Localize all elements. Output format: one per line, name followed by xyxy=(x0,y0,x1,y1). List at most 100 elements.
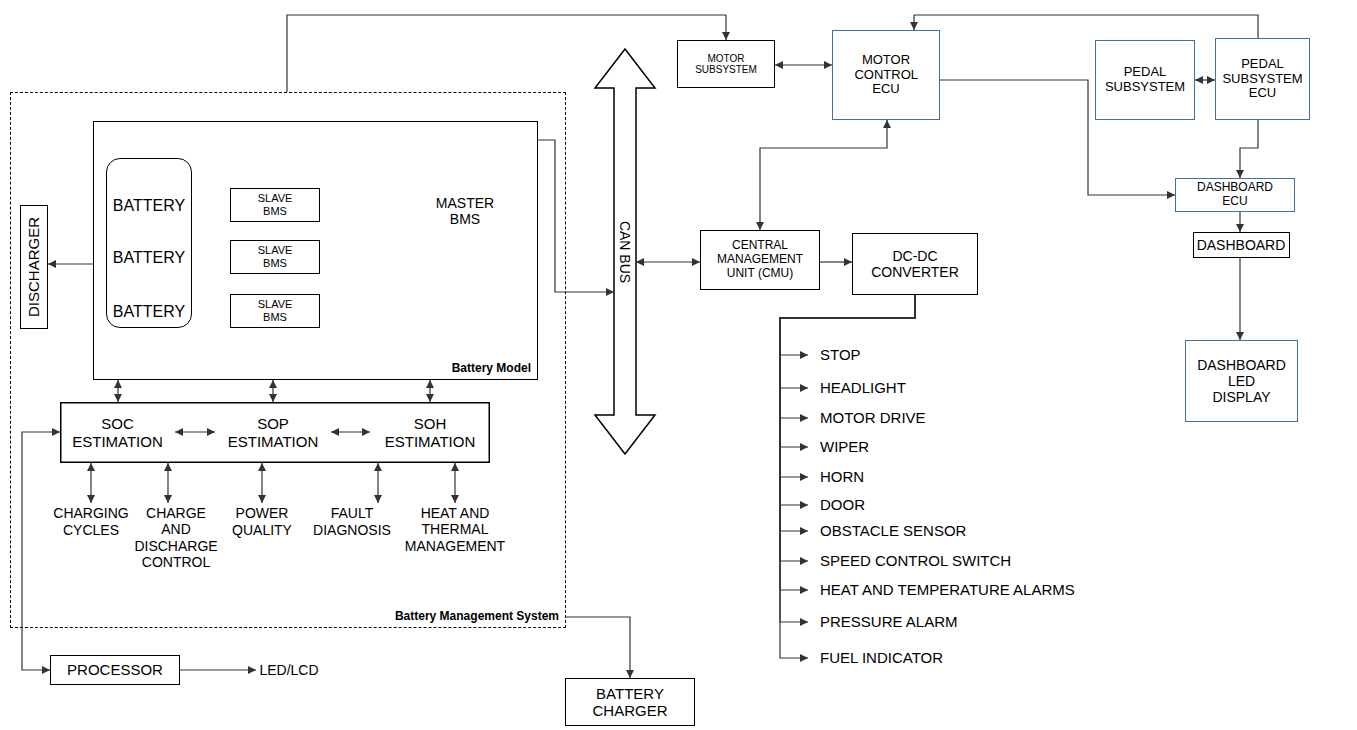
node-label: HEAT AND TEMPERATURE ALARMS xyxy=(820,581,1075,598)
master-bms: MASTER BMS xyxy=(415,133,515,230)
load-label: STOP xyxy=(808,344,864,366)
load-label: HORN xyxy=(808,466,868,488)
subsystem-box: MOTOR SUBSYSTEM xyxy=(677,40,775,88)
node-label: HEAT AND THERMAL MANAGEMENT xyxy=(405,505,505,553)
node-label: POWER QUALITY xyxy=(232,505,292,537)
slave-bms-box: SLAVE BMS xyxy=(230,240,320,274)
connector xyxy=(331,431,370,432)
node-label: FUEL INDICATOR xyxy=(820,649,943,666)
node-label: CHARGE AND DISCHARGE CONTROL xyxy=(134,505,217,569)
subsystem-box: PEDAL SUBSYSTEM xyxy=(1095,40,1195,120)
node-label: DISCHARGER xyxy=(25,217,42,317)
connector xyxy=(1195,79,1215,80)
load-label: HEAT AND TEMPERATURE ALARMS xyxy=(808,579,1078,601)
connector xyxy=(180,669,256,670)
connector xyxy=(287,15,726,92)
connector xyxy=(454,463,455,503)
connector xyxy=(760,120,887,230)
slave-bms-box: SLAVE BMS xyxy=(230,188,320,222)
connector xyxy=(780,295,915,590)
connector xyxy=(429,380,430,402)
node-label: CENTRAL MANAGEMENT UNIT (CMU) xyxy=(713,239,808,280)
estimation-cell: SOP ESTIMATION xyxy=(215,402,331,463)
connector xyxy=(566,617,630,678)
connector xyxy=(636,261,700,262)
node-label: BATTERY xyxy=(107,197,191,215)
display-box: DASHBOARD LED DISPLAY xyxy=(1185,340,1298,422)
ecu-box: PEDAL SUBSYSTEM ECU xyxy=(1215,38,1310,120)
function-label: CHARGING CYCLES xyxy=(50,503,132,540)
processor-box: PROCESSOR xyxy=(50,655,180,685)
estimation-rect xyxy=(61,403,490,463)
node-label: CHARGING CYCLES xyxy=(53,505,128,537)
connector xyxy=(820,261,852,262)
connector xyxy=(780,295,915,658)
charger-box: BATTERY CHARGER xyxy=(565,678,695,726)
node-label: MOTOR SUBSYSTEM xyxy=(695,53,757,76)
connector xyxy=(377,463,378,503)
node-label: DC-DC CONVERTER xyxy=(871,248,959,280)
ecu-box: MOTOR CONTROL ECU xyxy=(832,30,940,120)
function-label: FAULT DIAGNOSIS xyxy=(310,503,394,540)
node-label: DASHBOARD xyxy=(1197,237,1286,253)
node-label: PEDAL SUBSYSTEM ECU xyxy=(1222,57,1302,102)
node-label: BATTERY CHARGER xyxy=(593,685,668,720)
load-label: MOTOR DRIVE xyxy=(808,407,929,429)
node-label: HEADLIGHT xyxy=(820,379,906,396)
connector xyxy=(780,295,915,622)
connector xyxy=(272,380,273,402)
node-label: SLAVE BMS xyxy=(258,192,293,217)
node-label: Battery Model xyxy=(452,362,531,376)
slave-bms-box: SLAVE BMS xyxy=(230,294,320,328)
load-label: WIPER xyxy=(808,436,873,458)
connector xyxy=(914,15,1258,38)
estimation-cell: SOC ESTIMATION xyxy=(60,402,175,463)
node-label: SPEED CONTROL SWITCH xyxy=(820,552,1011,569)
node-label: SOH ESTIMATION xyxy=(385,415,476,450)
estimation-cell: SOH ESTIMATION xyxy=(370,402,490,463)
function-label: HEAT AND THERMAL MANAGEMENT xyxy=(402,503,509,556)
connector xyxy=(117,380,118,402)
dashboard-box: DASHBOARD xyxy=(1193,232,1290,258)
connector xyxy=(261,463,262,503)
connector xyxy=(22,432,60,670)
discharger-box: DISCHARGER xyxy=(20,205,48,329)
connector xyxy=(175,431,215,432)
connector xyxy=(167,463,168,503)
ecu-box: DASHBOARD ECU xyxy=(1175,178,1295,212)
model-box: Battery Model BATTERY BATTERY BATTERY SLAVE … xyxy=(93,121,538,380)
node-label: Battery Management System xyxy=(395,610,559,624)
node-label: SOC ESTIMATION xyxy=(72,415,163,450)
node-label: LED/LCD xyxy=(259,662,318,678)
node-label: CAN BUS xyxy=(617,220,633,282)
node-label: DASHBOARD ECU xyxy=(1197,181,1273,209)
connector xyxy=(780,295,915,505)
dashed-region: Battery Management System Battery Model BA… xyxy=(10,92,566,628)
node-label: BATTERY xyxy=(107,249,191,267)
node-label: DOOR xyxy=(820,496,865,513)
node-label: SOP ESTIMATION xyxy=(228,415,319,450)
connector xyxy=(1239,212,1240,232)
node-label: FAULT DIAGNOSIS xyxy=(313,505,391,537)
can-bus-arrow: CAN BUS xyxy=(614,48,636,455)
connector xyxy=(780,295,915,561)
node-label: SLAVE BMS xyxy=(258,298,293,323)
load-label: HEADLIGHT xyxy=(808,377,909,399)
node-label: PROCESSOR xyxy=(67,661,163,678)
node-label: BATTERY xyxy=(107,303,191,321)
converter-box: DC-DC CONVERTER xyxy=(852,233,978,295)
node-label: MASTER BMS xyxy=(436,195,494,227)
connector xyxy=(780,295,915,418)
connector xyxy=(90,463,91,503)
double-arrow-shape xyxy=(595,49,655,454)
battery-pack: BATTERY BATTERY BATTERY xyxy=(106,158,192,328)
connector xyxy=(780,295,915,355)
node-label: STOP xyxy=(820,346,861,363)
node-label: MOTOR CONTROL ECU xyxy=(854,53,917,98)
node-label: PRESSURE ALARM xyxy=(820,613,958,630)
output-label: LED/LCD xyxy=(256,660,322,681)
function-label: CHARGE AND DISCHARGE CONTROL xyxy=(131,503,221,572)
load-label: FUEL INDICATOR xyxy=(808,647,947,669)
